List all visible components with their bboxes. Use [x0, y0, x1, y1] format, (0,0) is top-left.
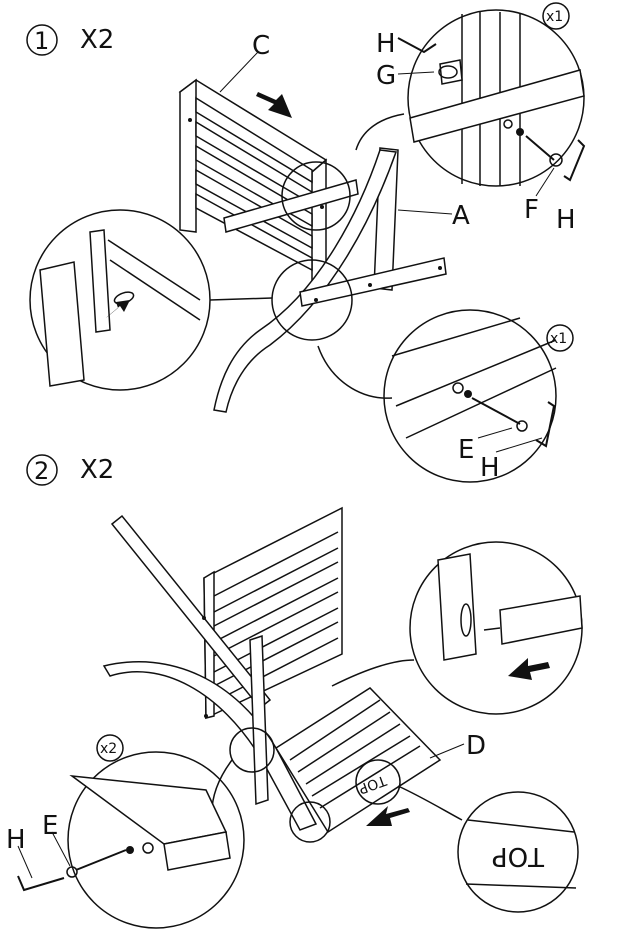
svg-text:x1: x1: [546, 9, 563, 25]
detail-top-zoom: TOP: [397, 785, 579, 913]
step-1-circle: [26, 24, 58, 56]
label-e-step2: E: [42, 811, 58, 841]
label-h-top: H: [376, 29, 396, 59]
badge-x1-top: [542, 2, 570, 30]
direction-arrow-step2: [366, 806, 410, 826]
label-c: C: [252, 31, 270, 61]
label-f: F: [524, 195, 539, 225]
step-2-quantity: X2: [80, 455, 114, 485]
back-panel-c: [178, 78, 328, 301]
badge-x1-lower: [546, 324, 574, 352]
step-2: 2 X2 TOP: [6, 454, 583, 929]
detail-left-bolt: x2: [17, 734, 245, 929]
detail-top-right: x1: [355, 2, 586, 187]
svg-text:x1: x1: [550, 331, 567, 347]
label-a: A: [452, 201, 470, 231]
detail-right-slot: [331, 541, 583, 715]
step-1-quantity: X2: [80, 25, 114, 55]
label-h-step2: H: [6, 825, 26, 855]
label-e: E: [458, 435, 474, 465]
step-1: 1 X2 C A: [26, 2, 586, 483]
label-h-right: H: [556, 205, 576, 235]
label-h-lower: H: [480, 453, 500, 483]
detail-left-slot: [29, 209, 273, 391]
top-mark-zoom: TOP: [492, 841, 545, 871]
detail-lower-right: x1: [317, 309, 574, 483]
badge-x2-left: [96, 734, 124, 762]
svg-text:x2: x2: [100, 741, 117, 757]
seat-d: TOP: [274, 687, 442, 834]
step-2-number: 2: [34, 457, 49, 485]
chair-back-step2: [203, 506, 343, 720]
side-frame-a: [213, 147, 447, 413]
label-d: D: [466, 731, 486, 761]
step-2-circle: [26, 454, 58, 486]
step-1-number: 1: [34, 27, 49, 55]
label-g: G: [376, 61, 396, 91]
direction-arrow-step1: [256, 92, 292, 118]
